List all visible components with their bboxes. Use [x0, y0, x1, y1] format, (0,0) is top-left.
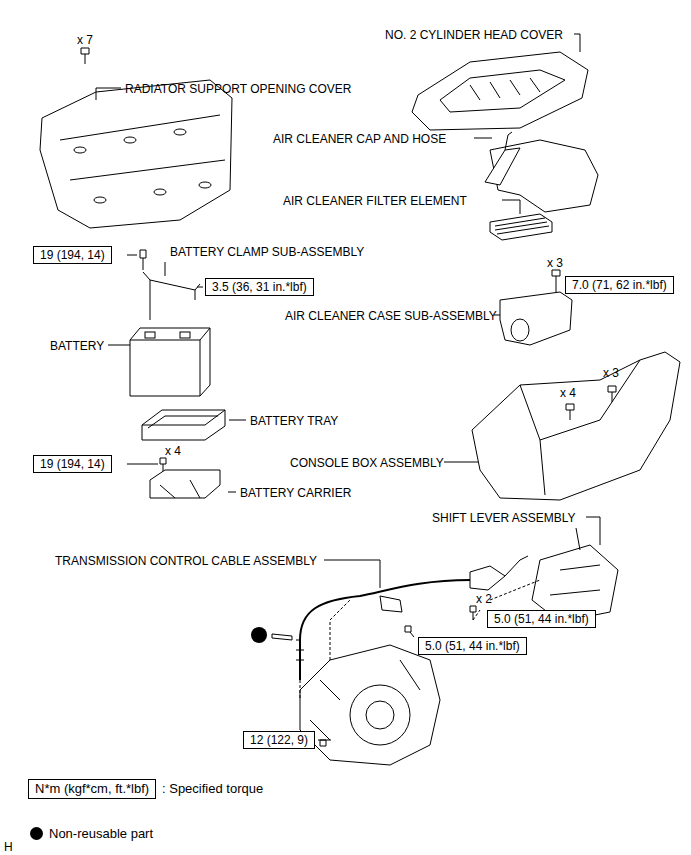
part-name: AIR CLEANER CAP AND HOSE — [273, 132, 446, 146]
torque-value: 12 (122, 9) — [250, 733, 308, 747]
part-name: AIR CLEANER CASE SUB-ASSEMBLY — [285, 309, 497, 323]
part-name: BATTERY CARRIER — [240, 486, 351, 500]
torque-value: 3.5 (36, 31 in.*lbf) — [212, 280, 307, 294]
legend-entry: Non-reusable part — [30, 826, 153, 842]
legend-entry: : Specified torque — [162, 781, 263, 797]
torque-spec-box: 7.0 (71, 62 in.*lbf) — [565, 276, 674, 294]
quantity-label: x 3 — [603, 366, 619, 380]
quantity-label: x 2 — [476, 592, 492, 606]
figure-id: H — [4, 840, 13, 854]
torque-spec-box: 19 (194, 14) — [33, 246, 112, 264]
quantity-label: x 4 — [560, 386, 576, 400]
torque-value: 19 (194, 14) — [40, 457, 105, 471]
quantity-label: x 7 — [77, 33, 93, 47]
torque-value: 5.0 (51, 44 in.*lbf) — [425, 639, 520, 653]
torque-value: 7.0 (71, 62 in.*lbf) — [572, 278, 667, 292]
torque-value: 19 (194, 14) — [40, 248, 105, 262]
part-name: NO. 2 CYLINDER HEAD COVER — [385, 28, 563, 42]
part-name: SHIFT LEVER ASSEMBLY — [432, 511, 576, 525]
part-name: TRANSMISSION CONTROL CABLE ASSEMBLY — [55, 554, 317, 568]
torque-spec-box: 19 (194, 14) — [33, 455, 112, 473]
torque-spec-box: 5.0 (51, 44 in.*lbf) — [487, 610, 596, 628]
torque-value: 5.0 (51, 44 in.*lbf) — [494, 612, 589, 626]
quantity-label: x 3 — [547, 256, 563, 270]
part-name: CONSOLE BOX ASSEMBLY — [290, 456, 444, 470]
part-name: RADIATOR SUPPORT OPENING COVER — [125, 82, 352, 96]
part-name: BATTERY CLAMP SUB-ASSEMBLY — [170, 245, 364, 259]
part-name: BATTERY — [50, 339, 104, 353]
legend-text: Non-reusable part — [49, 826, 153, 841]
legend-text: : Specified torque — [162, 781, 263, 796]
non-reusable-mark — [30, 827, 43, 840]
legend-torque-box: N*m (kgf*cm, ft.*lbf) — [28, 779, 156, 799]
part-name: BATTERY TRAY — [250, 414, 338, 428]
part-name: AIR CLEANER FILTER ELEMENT — [283, 194, 467, 208]
torque-value: N*m (kgf*cm, ft.*lbf) — [35, 781, 149, 796]
quantity-label: x 4 — [165, 444, 181, 458]
torque-spec-box: 12 (122, 9) — [243, 731, 315, 749]
torque-spec-box: 5.0 (51, 44 in.*lbf) — [418, 637, 527, 655]
torque-spec-box: 3.5 (36, 31 in.*lbf) — [205, 278, 314, 296]
